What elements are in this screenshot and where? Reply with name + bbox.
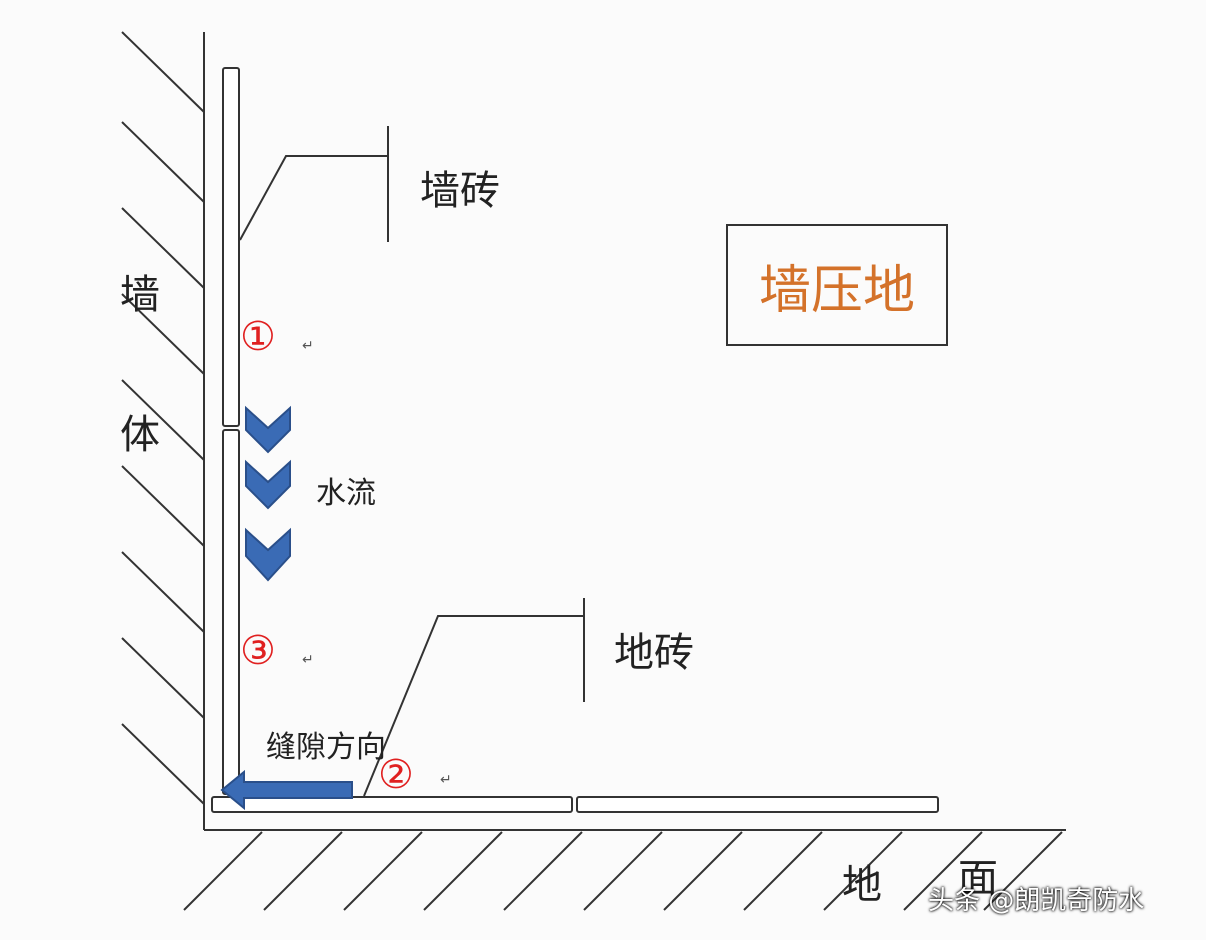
diagram-title: 墙压地 xyxy=(758,260,915,321)
ground-char-1: 地 xyxy=(842,862,882,908)
floor-tile-left xyxy=(211,796,573,813)
floor-tile-right xyxy=(576,796,939,813)
floor-tile-label: 地砖 xyxy=(614,630,694,676)
marker-1: ① xyxy=(240,314,276,360)
chevron-down-icon xyxy=(245,527,291,582)
wall-tile-lower xyxy=(222,429,240,795)
watermark: 头条 @朗凯奇防水 xyxy=(928,886,1145,916)
chevron-down-icon xyxy=(245,405,291,454)
floor-tile-leader xyxy=(363,615,584,797)
wall-char-2: 体 xyxy=(120,412,160,458)
return-mark: ↵ xyxy=(440,772,452,788)
title-box: 墙压地 xyxy=(726,224,948,346)
marker-3: ③ xyxy=(240,628,276,674)
wall-tile-leader xyxy=(239,155,388,241)
gap-direction-arrow xyxy=(220,769,353,811)
ground-hatching xyxy=(183,831,1063,911)
return-mark: ↵ xyxy=(302,338,314,354)
water-flow-chevrons xyxy=(245,405,291,582)
ground-char-2: 面 xyxy=(958,856,998,902)
wall-hatching xyxy=(121,31,205,805)
marker-2: ② xyxy=(378,752,414,798)
chevron-down-icon xyxy=(245,459,291,510)
return-mark: ↵ xyxy=(302,652,314,668)
wall-tile-label: 墙砖 xyxy=(420,168,500,214)
wall-tile-upper xyxy=(222,67,240,427)
water-flow-label: 水流 xyxy=(316,476,376,511)
wall-char-1: 墙 xyxy=(120,272,160,318)
gap-direction-label: 缝隙方向 xyxy=(266,730,386,765)
